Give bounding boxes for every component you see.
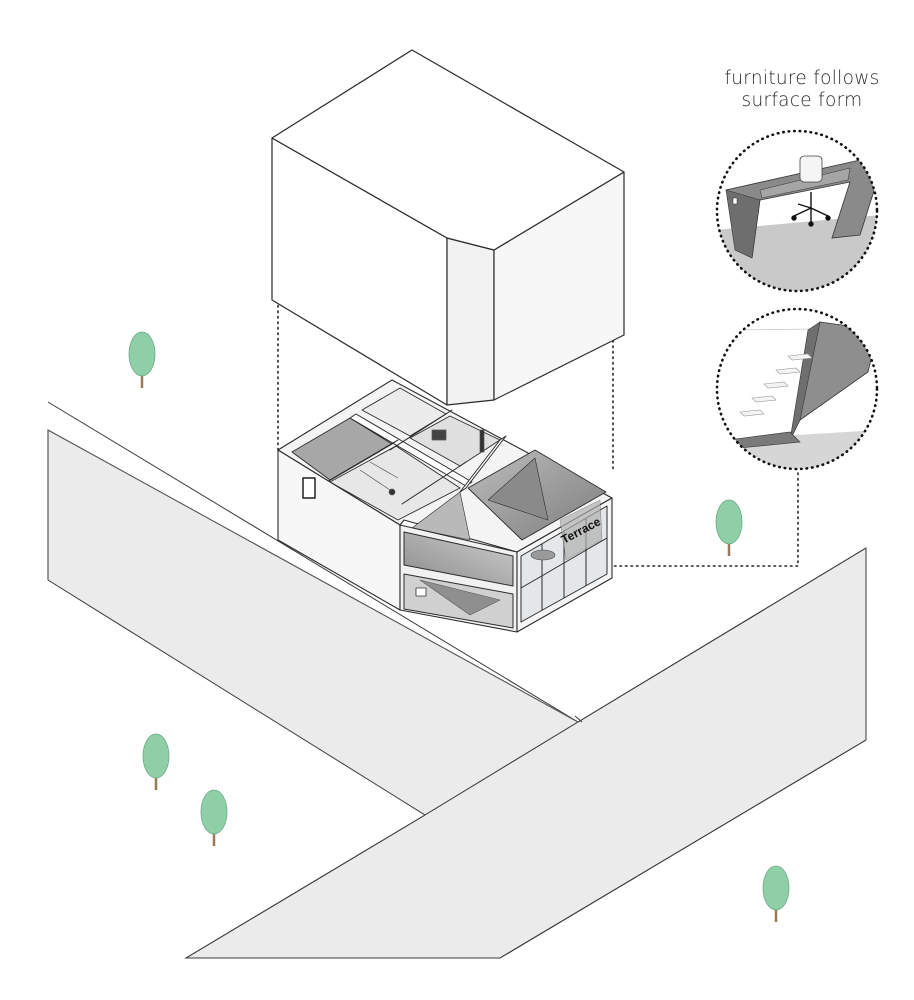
roof-volume [271,49,625,406]
annotation-title: furniture follows surface form [700,68,904,112]
projection-lines [277,299,799,567]
front-glazing-upper [403,531,514,587]
tree-lower-left-1 [142,733,170,790]
detail-stair-circle [715,307,879,471]
annotation-line-2: surface form [741,90,863,111]
curb-inner-left [47,429,579,723]
annotation-line-1: furniture follows [724,68,880,89]
curb-upper-left [47,401,579,723]
streets [47,401,867,959]
curb-upper-right [577,547,867,723]
detail-desk-circle [715,129,879,293]
curb-lower-left [185,814,426,959]
office-chair-icon [791,155,831,227]
tree-lower-left-2 [200,789,228,846]
tree-lower-right [762,865,790,922]
tree-upper-left [128,331,156,388]
side-window [302,477,316,499]
curb-lower-right [499,739,867,959]
tree-right-of-building [715,499,743,556]
building [277,379,613,633]
